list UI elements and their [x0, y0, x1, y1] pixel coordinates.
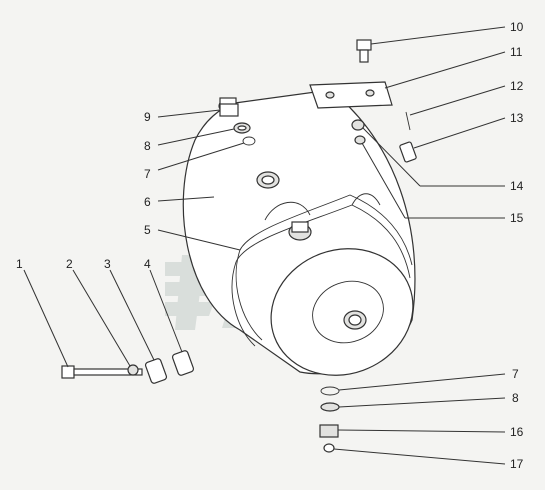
- callout-2: 2: [66, 257, 73, 271]
- nut-2: [127, 364, 139, 376]
- callout-5: 5: [144, 223, 151, 237]
- callout-11: 11: [510, 45, 523, 59]
- callout-4: 4: [144, 257, 151, 271]
- washer-8-bottom: [320, 402, 340, 412]
- callout-6: 6: [144, 195, 151, 209]
- callout-13: 13: [510, 111, 524, 125]
- callout-7-bottom: 7: [512, 367, 519, 381]
- callout-9: 9: [144, 110, 151, 124]
- sleeve-4: [171, 350, 195, 376]
- nut-14: [351, 119, 365, 131]
- washer-15: [354, 135, 366, 145]
- plug-9: [219, 103, 239, 117]
- bracket-11: [309, 81, 393, 109]
- washer-7-bottom: [320, 386, 340, 396]
- air-tank: [182, 89, 416, 376]
- callout-17: 17: [510, 457, 524, 471]
- washer-8-top: [233, 122, 251, 134]
- callout-1: 1: [16, 257, 23, 271]
- washer-7-top: [242, 136, 256, 146]
- bolt-1: [61, 365, 143, 379]
- sleeve-3: [144, 358, 168, 384]
- leader-lines: [23, 26, 506, 465]
- drain-valve-16: [319, 424, 339, 438]
- callout-3: 3: [104, 257, 111, 271]
- bolt-10: [356, 39, 372, 63]
- callout-16: 16: [510, 425, 524, 439]
- drain-ring-17: [323, 443, 335, 453]
- callout-12: 12: [510, 79, 524, 93]
- pin-13: [399, 141, 417, 163]
- callout-8-top: 8: [144, 139, 151, 153]
- callout-14: 14: [510, 179, 524, 193]
- callout-15: 15: [510, 211, 524, 225]
- callout-7-top: 7: [144, 167, 151, 181]
- cotter-pin-12: [405, 111, 411, 131]
- callout-10: 10: [510, 20, 524, 34]
- callout-8-bottom: 8: [512, 391, 519, 405]
